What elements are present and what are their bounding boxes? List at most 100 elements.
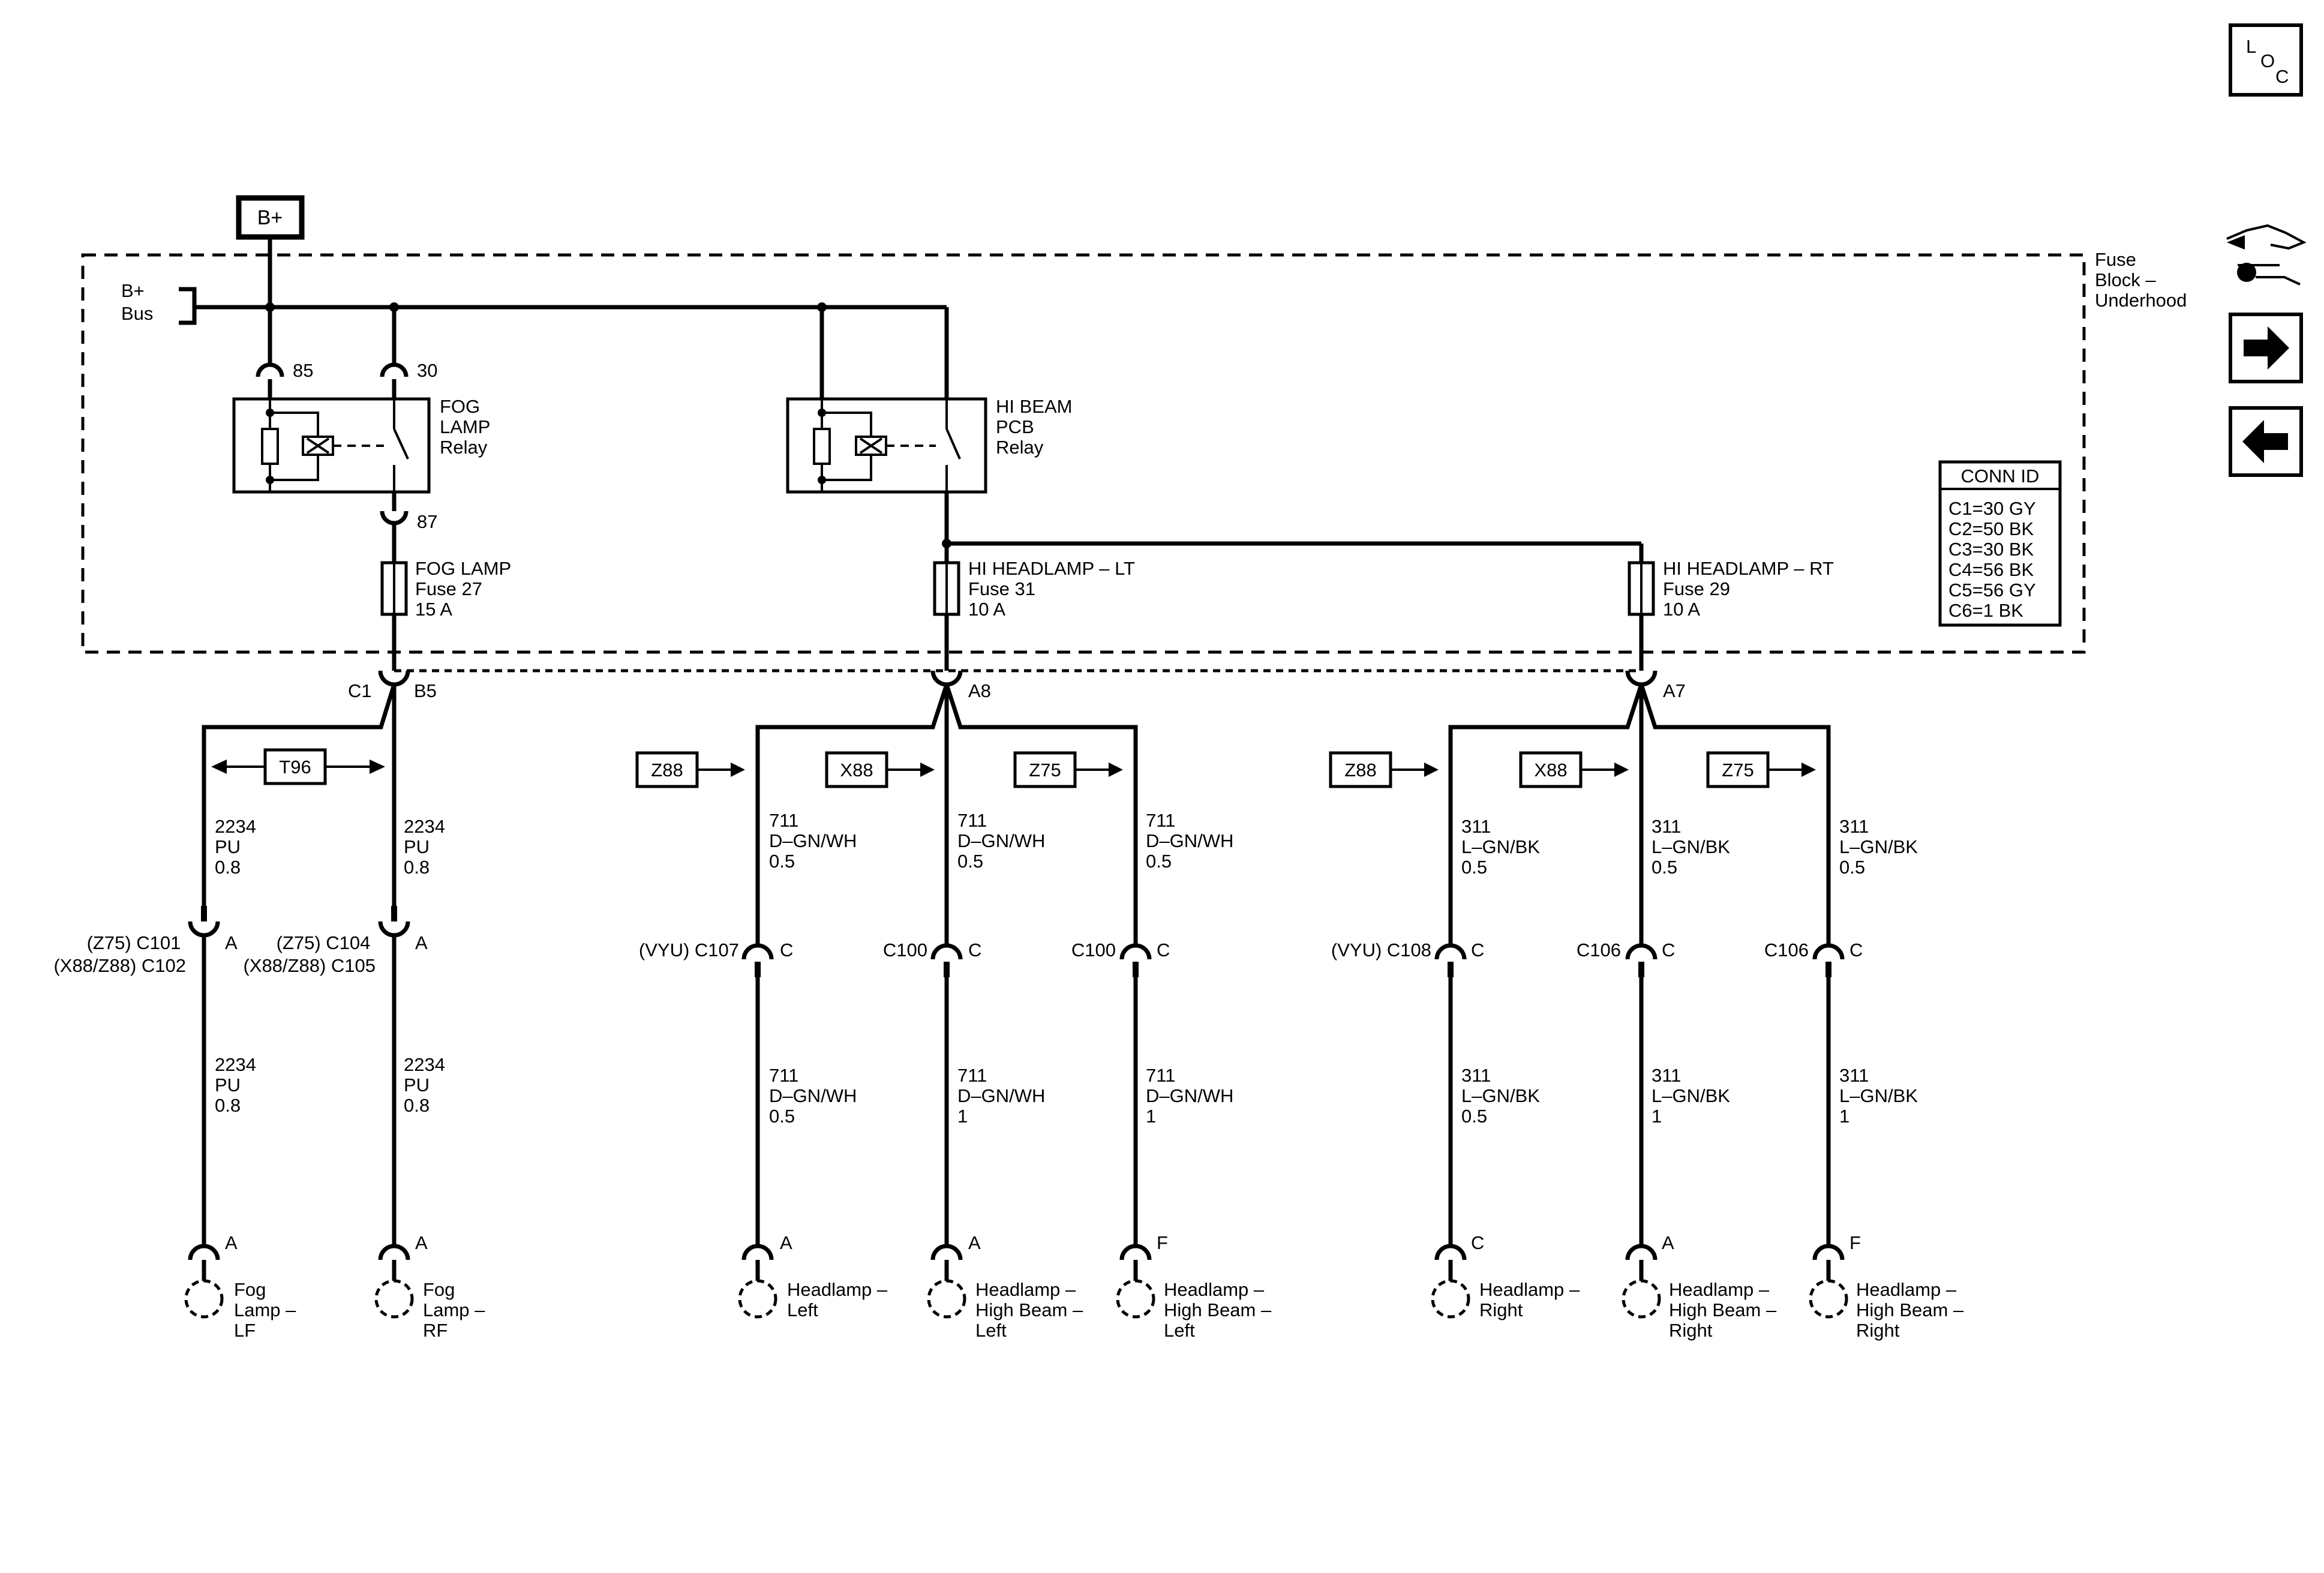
pin-87 bbox=[380, 511, 409, 526]
headlamp-high-beam-right-device bbox=[1622, 1279, 1661, 1319]
inline-connector-pin bbox=[1638, 962, 1644, 977]
hi-headlamp-rt-fuse-label: HI HEADLAMP – RT Fuse 29 10 A bbox=[1663, 558, 1839, 620]
inline-connector-label: C100 bbox=[883, 939, 927, 960]
inline-connector bbox=[930, 943, 963, 960]
device-pin-label: C bbox=[1471, 1232, 1484, 1253]
inline-connector bbox=[378, 921, 410, 938]
inline-connector-pin bbox=[755, 962, 761, 977]
device-pin-label: F bbox=[1849, 1232, 1861, 1253]
inline-connector-pin bbox=[1133, 962, 1139, 977]
inline-connector-pin-label: C bbox=[1471, 939, 1484, 960]
relay-resistor bbox=[261, 428, 279, 465]
pin-30-label: 30 bbox=[417, 360, 437, 381]
wire-label-lower: 311 L–GN/BK 1 bbox=[1652, 1065, 1736, 1127]
wire-label-lower: 2234 PU 0.8 bbox=[404, 1054, 451, 1116]
connector-c1-label: C1 bbox=[348, 680, 372, 701]
device-label: Headlamp – Left bbox=[787, 1279, 893, 1320]
device-pin-label: A bbox=[1662, 1232, 1674, 1253]
previous-page-button[interactable] bbox=[2229, 406, 2303, 477]
wire-label-upper: 311 L–GN/BK 0.5 bbox=[1652, 816, 1736, 878]
t96-option-label: T96 bbox=[279, 757, 311, 778]
option-x88-tag-left: X88 bbox=[825, 751, 935, 788]
inline-connector-pin-label: C bbox=[1662, 939, 1675, 960]
device-label: Headlamp – High Beam – Left bbox=[975, 1279, 1088, 1341]
pin-87-label: 87 bbox=[417, 511, 437, 532]
bus-label: B+ Bus bbox=[121, 280, 153, 324]
headlamp-high-beam-left-device bbox=[927, 1279, 966, 1319]
arrow-left-icon bbox=[2242, 420, 2288, 463]
loc-icon-c: C bbox=[2275, 66, 2289, 87]
pin-85-label: 85 bbox=[293, 360, 313, 381]
inline-connector-label: (VYU) C107 bbox=[639, 939, 739, 960]
inline-connector-pin bbox=[391, 906, 397, 921]
wire-label-upper: 711 D–GN/WH 0.5 bbox=[1146, 810, 1239, 872]
device-label: Fog Lamp – RF bbox=[423, 1279, 490, 1341]
fog-lamp-fuse-label: FOG LAMP Fuse 27 15 A bbox=[415, 558, 516, 620]
connector-view-icon[interactable] bbox=[2226, 224, 2307, 286]
circuit-headlamp-high-beam-left-f: 711 D–GN/WH 0.5 C100 C 711 D–GN/WH 1 F H… bbox=[1071, 810, 1272, 1341]
option-z75-tag-right: Z75 bbox=[1706, 751, 1816, 788]
t96-option-box bbox=[263, 748, 327, 785]
device-label: Headlamp – High Beam – Right bbox=[1856, 1279, 1969, 1341]
wire-label-upper: 311 L–GN/BK 0.5 bbox=[1461, 816, 1545, 878]
option-z75-tag-left: Z75 bbox=[1013, 751, 1123, 788]
fuse-block-outline bbox=[81, 253, 2086, 654]
inline-connector-pin-label: C bbox=[968, 939, 981, 960]
loc-icon-l: L bbox=[2246, 36, 2256, 57]
headlamp-left-device bbox=[738, 1279, 777, 1319]
connector-c1-b5 bbox=[378, 670, 410, 687]
device-pin-label: A bbox=[968, 1232, 981, 1253]
wire bbox=[202, 683, 397, 906]
device-pin bbox=[1812, 1244, 1845, 1260]
circuit-fog-lamp-lf: 2234 PU 0.8 (Z75) C101 (X88/Z88) C102 A … bbox=[53, 816, 301, 1341]
wire-label-lower: 711 D–GN/WH 0.5 bbox=[769, 1065, 862, 1127]
inline-connector-label: C106 bbox=[1577, 939, 1621, 960]
wire-label-lower: 711 D–GN/WH 1 bbox=[957, 1065, 1050, 1127]
fog-lamp-rf-device bbox=[374, 1279, 414, 1319]
fog-relay-label: FOG LAMP Relay bbox=[440, 396, 495, 458]
device-pin bbox=[741, 1244, 774, 1260]
circuit-fog-lamp-rf: 2234 PU 0.8 (Z75) C104 (X88/Z88) C105 A … bbox=[243, 816, 490, 1341]
inline-connector-pin-label: A bbox=[415, 932, 428, 953]
pin-a8-label: A8 bbox=[968, 680, 991, 701]
wire-label-lower: 711 D–GN/WH 1 bbox=[1146, 1065, 1239, 1127]
inline-connector-pin-label: C bbox=[1157, 939, 1170, 960]
device-pin bbox=[1119, 1244, 1152, 1260]
wire-label-upper: 2234 PU 0.8 bbox=[404, 816, 451, 878]
wire-label-lower: 2234 PU 0.8 bbox=[215, 1054, 262, 1116]
device-label: Fog Lamp – LF bbox=[234, 1279, 301, 1341]
connector-c1-a8 bbox=[930, 670, 963, 687]
hi-beam-relay-label: HI BEAM PCB Relay bbox=[996, 396, 1077, 458]
conn-id-rows: C1=30 GY C2=50 BK C3=30 BK C4=56 BK C5=5… bbox=[1948, 498, 2041, 621]
fog-lamp-lf-device bbox=[184, 1279, 224, 1319]
wire bbox=[944, 683, 1138, 944]
battery-source-box bbox=[236, 195, 305, 240]
wire-label-upper: 2234 PU 0.8 bbox=[215, 816, 262, 878]
wire-label-upper: 711 D–GN/WH 0.5 bbox=[957, 810, 1050, 872]
pin-85 bbox=[256, 362, 284, 377]
device-pin-label: F bbox=[1157, 1232, 1168, 1253]
circuit-headlamp-high-beam-left-a: 711 D–GN/WH 0.5 C100 C 711 D–GN/WH 1 A H… bbox=[883, 810, 1088, 1341]
circuit-headlamp-right: 311 L–GN/BK 0.5 (VYU) C108 C 311 L–GN/BK… bbox=[1331, 816, 1585, 1320]
connector-c1-a7 bbox=[1625, 670, 1658, 687]
relay-switch bbox=[393, 428, 409, 460]
inline-connector-pin bbox=[201, 906, 207, 921]
headlamp-high-beam-left-f-device bbox=[1116, 1279, 1155, 1319]
inline-connector-label: (VYU) C108 bbox=[1331, 939, 1431, 960]
device-label: Headlamp – Right bbox=[1479, 1279, 1585, 1320]
hi-headlamp-lt-fuse-label: HI HEADLAMP – LT Fuse 31 10 A bbox=[968, 558, 1140, 620]
headlamp-high-beam-right-f-device bbox=[1809, 1279, 1848, 1319]
device-label: Headlamp – High Beam – Right bbox=[1669, 1279, 1782, 1341]
next-page-button[interactable] bbox=[2229, 313, 2303, 383]
wire-label-upper: 311 L–GN/BK 0.5 bbox=[1839, 816, 1923, 878]
wire bbox=[1448, 683, 1644, 944]
device-pin-label: A bbox=[225, 1232, 238, 1253]
inline-connector-pin bbox=[1825, 962, 1831, 977]
inline-connector-label: C100 bbox=[1071, 939, 1116, 960]
inline-connector bbox=[1812, 943, 1845, 960]
device-pin bbox=[1625, 1244, 1658, 1260]
inline-connector bbox=[1625, 943, 1658, 960]
locator-button[interactable]: L O C bbox=[2229, 23, 2303, 97]
device-pin bbox=[188, 1244, 220, 1260]
wire bbox=[1639, 683, 1831, 944]
